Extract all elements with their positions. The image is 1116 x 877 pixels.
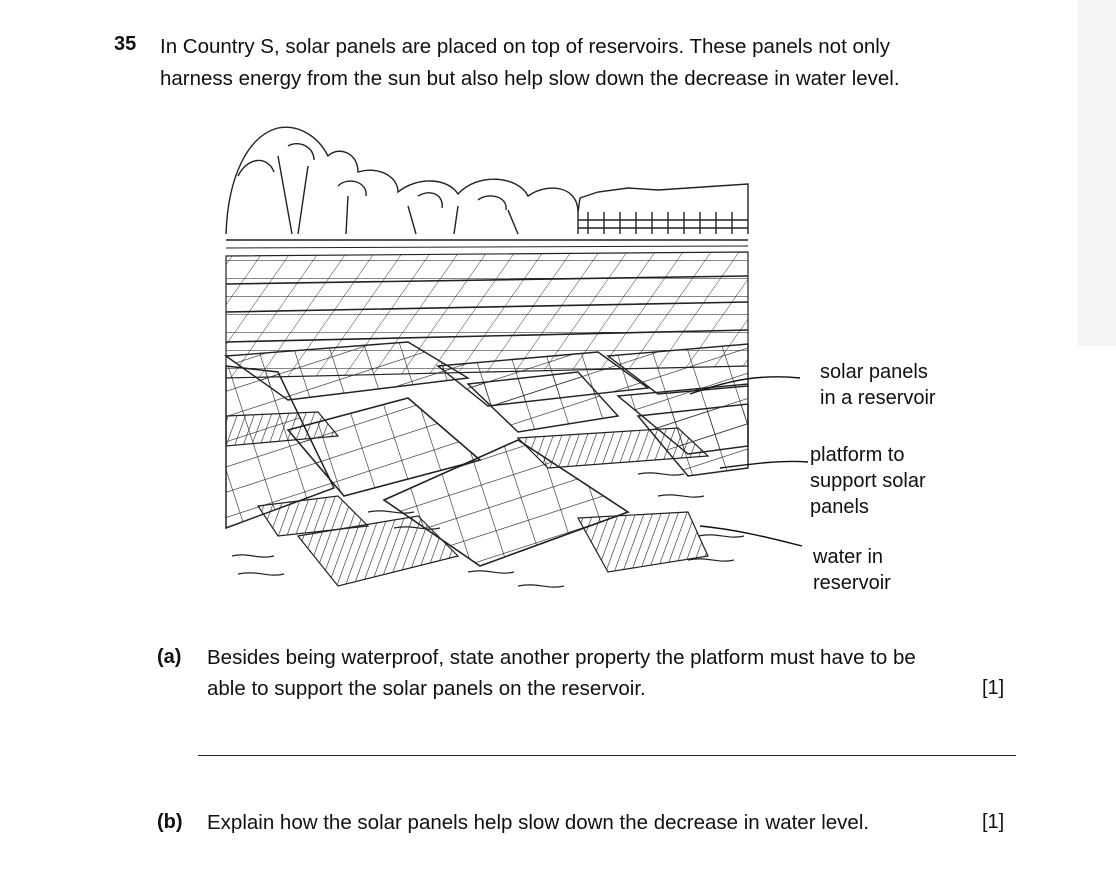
label-platform: platform to support solar panels	[810, 444, 926, 518]
solar-reservoir-illustration	[224, 126, 749, 588]
part-b-tag: (b)	[157, 811, 183, 833]
tree-line	[225, 126, 749, 235]
question-number: 35	[114, 33, 137, 55]
part-a-question: Besides being waterproof, state another …	[207, 642, 1017, 704]
part-a-line-1: Besides being waterproof, state another …	[207, 646, 916, 669]
label-solar-panels: solar panels in a reservoir	[820, 361, 936, 409]
answer-line-a[interactable]	[198, 755, 1016, 756]
question-stem-line-1: In Country S, solar panels are placed on…	[160, 35, 891, 58]
part-b-marks: [1]	[982, 811, 1005, 833]
part-a-line-2: able to support the solar panels on the …	[207, 677, 646, 700]
label-water: water in reservoir	[813, 546, 891, 594]
page-edge-shadow	[1078, 0, 1116, 346]
callout-leader-lines	[690, 376, 809, 547]
question-stem: In Country S, solar panels are placed on…	[160, 31, 1020, 95]
front-panels	[225, 365, 749, 567]
question-stem-line-2: harness energy from the sun but also hel…	[160, 67, 900, 90]
water-ripples	[231, 472, 745, 588]
part-a-marks: [1]	[982, 677, 1005, 699]
part-a-tag: (a)	[157, 646, 182, 668]
part-b-question: Explain how the solar panels help slow d…	[207, 811, 870, 834]
